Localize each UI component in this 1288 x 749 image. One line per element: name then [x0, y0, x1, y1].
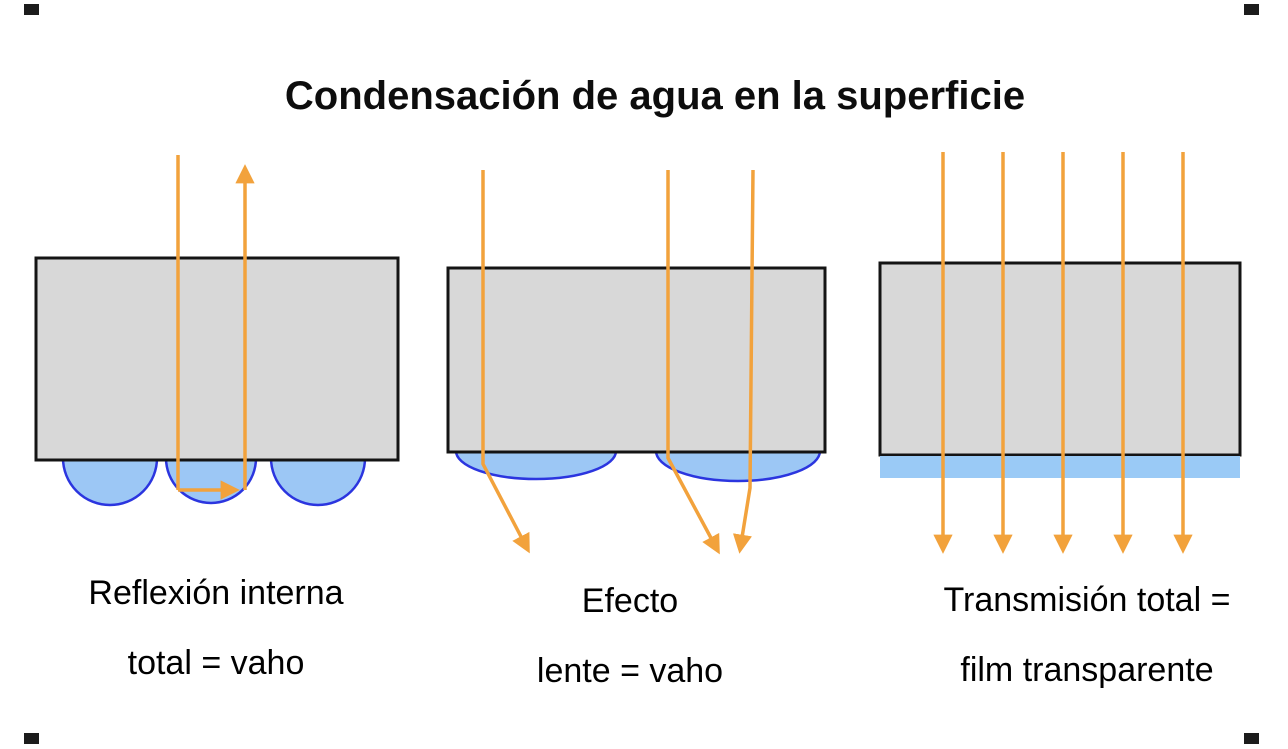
diagram-title: Condensación de agua en la superficie [284, 74, 1026, 118]
refracted-ray [481, 170, 530, 554]
glass-panel [878, 261, 1242, 457]
water-film [880, 456, 1240, 478]
glass-panel [446, 266, 827, 454]
corner-mark [1244, 4, 1259, 15]
water-lens [654, 449, 822, 483]
caption-line: Transmisión total = [943, 581, 1231, 619]
caption-line: Reflexión interna [88, 574, 344, 612]
glass-panel [34, 256, 400, 462]
panel-internal-reflection [34, 155, 400, 507]
caption-line: lente = vaho [536, 652, 724, 690]
refracted-ray [732, 169, 755, 554]
caption-line: film transparente [960, 651, 1214, 689]
caption-total-transmission: Transmisión total = film transparente [887, 565, 1287, 705]
caption-internal-reflection: Reflexión interna total = vaho [16, 558, 416, 698]
water-droplet [269, 456, 367, 507]
corner-mark [24, 733, 39, 744]
panel-total-transmission [878, 152, 1242, 554]
water-droplet [61, 456, 159, 507]
corner-mark [24, 4, 39, 15]
caption-line: Efecto [581, 582, 679, 620]
panel-lens-effect [446, 169, 827, 555]
water-lens [454, 449, 618, 481]
corner-mark [1244, 733, 1259, 744]
caption-line: total = vaho [127, 644, 305, 682]
caption-lens-effect: Efecto lente = vaho [430, 566, 830, 706]
refracted-ray [666, 170, 720, 555]
